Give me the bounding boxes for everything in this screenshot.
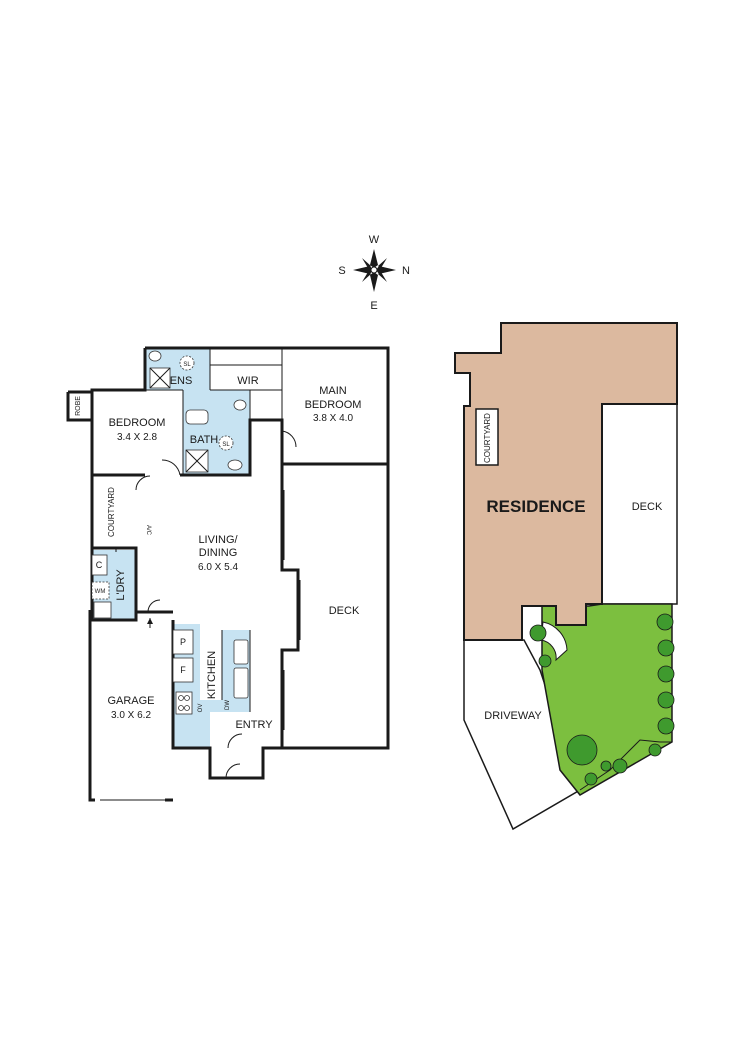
robe-label: ROBE [75,396,82,416]
tree-icon [648,743,662,757]
ensuite-label: ENS [170,375,193,387]
skylight-2-label: SL [222,442,230,448]
main-bedroom-label-1: MAIN [319,385,347,397]
driveway-label: DRIVEWAY [484,710,542,722]
oven-label: OV [198,704,204,713]
living-label-1: LIVING/ [198,534,238,546]
residence-label: RESIDENCE [486,497,585,516]
tree-icon [538,654,552,668]
path-arc [540,621,568,662]
living-size: 6.0 X 5.4 [198,562,238,573]
bedroom-size: 3.4 X 2.8 [117,432,157,443]
main-bedroom-label-2: BEDROOM [305,399,362,411]
washing-machine-label: WM [95,589,106,595]
compass-east-label: E [370,300,377,312]
courtyard-label: COURTYARD [107,487,116,537]
bedroom-label: BEDROOM [109,417,166,429]
fridge-label: F [180,665,186,675]
bath-label: BATH [190,434,219,446]
main-bedroom-size: 3.8 X 4.0 [313,413,353,424]
pantry-label: P [180,637,186,647]
compass-rose: W S N E [338,234,410,312]
laundry-label: L'DRY [115,569,127,601]
tree-icon [657,691,675,709]
deck-label: DECK [329,605,360,617]
garage-size: 3.0 X 6.2 [111,710,151,721]
kitchen-area [173,624,250,748]
kitchen-label: KITCHEN [206,651,218,699]
entry-label: ENTRY [235,719,273,731]
compass-north-label: N [402,265,410,277]
site-courtyard-label: COURTYARD [483,413,492,463]
living-label-2: DINING [199,547,238,559]
site-plan: RESIDENCE COURTYARD DECK DRIVEWAY [454,322,678,831]
residence-footprint [454,322,678,641]
site-deck-label: DECK [632,501,663,513]
compass-west-label: W [369,234,380,246]
tree-icon [657,717,675,735]
tree-icon [656,613,674,631]
floor-plan: ROBE BEDROOM 3.4 X 2.8 ENS SL WIR MAIN B… [66,346,390,802]
site-courtyard [475,408,499,466]
cupboard-label: C [96,560,103,570]
tree-icon [657,665,675,683]
aircon-label: A/C [145,525,151,536]
compass-south-label: S [338,265,345,277]
tree-icon [584,772,598,786]
tree-icon [657,639,675,657]
dishwasher-label: DW [225,700,231,710]
tree-icon [529,624,547,642]
tree-icon [566,734,598,766]
skylight-1-label: SL [183,362,191,368]
wir-label: WIR [237,375,258,387]
tree-icon [600,760,612,772]
trees [529,613,675,786]
garage-label: GARAGE [107,695,154,707]
tree-icon [612,758,628,774]
